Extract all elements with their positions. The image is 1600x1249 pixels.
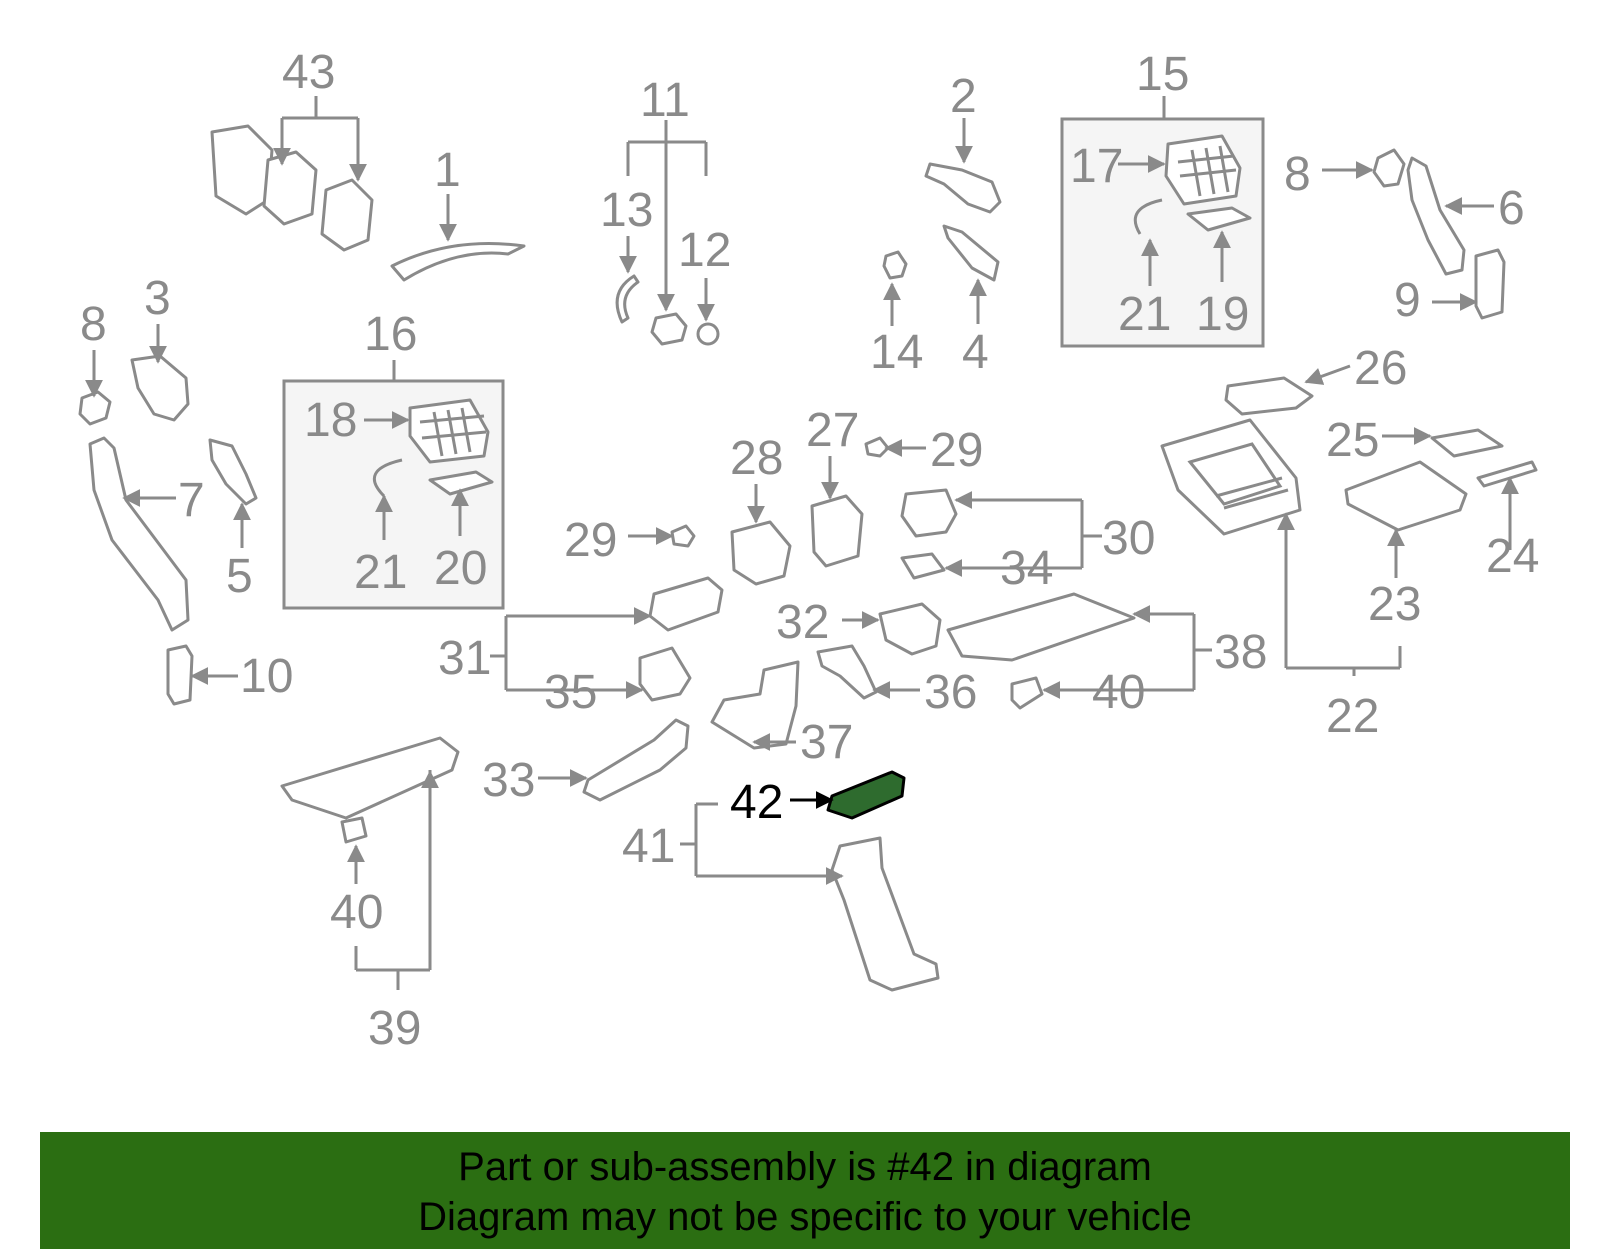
label-30: 30 xyxy=(1102,512,1155,565)
part-10[interactable] xyxy=(166,644,194,706)
part-5[interactable] xyxy=(208,438,258,506)
label-5: 5 xyxy=(226,550,253,603)
part-37[interactable] xyxy=(710,660,800,750)
label-6: 6 xyxy=(1498,182,1525,235)
label-43: 43 xyxy=(282,46,335,99)
label-39: 39 xyxy=(368,1002,421,1055)
part-28[interactable] xyxy=(730,520,792,586)
part-26[interactable] xyxy=(1224,376,1314,416)
part-22[interactable] xyxy=(1160,418,1302,536)
label-38: 38 xyxy=(1214,626,1267,679)
label-28: 28 xyxy=(730,432,783,485)
part-8-right[interactable] xyxy=(1372,148,1406,188)
part-21-top[interactable] xyxy=(1133,198,1163,235)
part-19[interactable] xyxy=(1186,206,1252,232)
label-21-left: 21 xyxy=(354,546,407,599)
part-8-left[interactable] xyxy=(78,390,112,426)
part-35[interactable] xyxy=(638,646,692,702)
label-9: 9 xyxy=(1394,274,1421,327)
part-40-right[interactable] xyxy=(1010,676,1044,710)
part-41[interactable] xyxy=(830,836,940,992)
label-8-left: 8 xyxy=(80,298,107,351)
label-33: 33 xyxy=(482,754,535,807)
label-17: 17 xyxy=(1070,140,1123,193)
part-36[interactable] xyxy=(816,644,878,700)
part-24[interactable] xyxy=(1476,460,1538,488)
label-12: 12 xyxy=(678,224,731,277)
label-40-left: 40 xyxy=(330,886,383,939)
label-10: 10 xyxy=(240,650,293,703)
label-42: 42 xyxy=(730,776,783,829)
part-32[interactable] xyxy=(878,602,942,656)
label-23: 23 xyxy=(1368,578,1421,631)
label-11: 11 xyxy=(640,74,690,127)
label-21-top: 21 xyxy=(1118,288,1171,341)
label-37: 37 xyxy=(800,716,853,769)
label-41: 41 xyxy=(622,820,675,873)
part-3[interactable] xyxy=(130,354,190,422)
part-21-left[interactable] xyxy=(372,458,403,498)
label-13: 13 xyxy=(600,184,653,237)
label-22: 22 xyxy=(1326,690,1379,743)
part-29-left[interactable] xyxy=(670,524,696,548)
part-25[interactable] xyxy=(1430,428,1504,458)
part-20[interactable] xyxy=(428,470,494,496)
label-25: 25 xyxy=(1326,414,1379,467)
label-29-left: 29 xyxy=(564,514,617,567)
info-banner: Part or sub-assembly is #42 in diagram D… xyxy=(40,1132,1570,1249)
part-38[interactable] xyxy=(946,592,1136,662)
callout-labels: 43 1 11 13 12 14 2 4 15 17 21 19 8 6 9 3… xyxy=(80,46,1539,1055)
part-31[interactable] xyxy=(648,576,724,632)
part-33[interactable] xyxy=(582,718,690,802)
label-15: 15 xyxy=(1136,48,1189,101)
label-1: 1 xyxy=(434,144,461,197)
label-36: 36 xyxy=(924,666,977,719)
leader-lines xyxy=(85,96,1519,990)
part-13[interactable] xyxy=(615,274,640,324)
part-34[interactable] xyxy=(900,552,946,580)
part-30[interactable] xyxy=(900,488,958,538)
part-6[interactable] xyxy=(1406,156,1466,276)
label-34: 34 xyxy=(1000,542,1053,595)
part-23[interactable] xyxy=(1344,460,1468,532)
label-27: 27 xyxy=(806,404,859,457)
label-24: 24 xyxy=(1486,530,1539,583)
part-17[interactable] xyxy=(1164,134,1242,206)
part-43[interactable] xyxy=(210,124,374,252)
part-2[interactable] xyxy=(924,162,1002,214)
label-16: 16 xyxy=(364,308,417,361)
label-3: 3 xyxy=(144,272,171,325)
part-42[interactable] xyxy=(826,770,906,820)
label-18: 18 xyxy=(304,394,357,447)
part-11[interactable] xyxy=(650,312,688,346)
part-27[interactable] xyxy=(810,494,864,568)
label-2: 2 xyxy=(950,70,977,123)
label-20: 20 xyxy=(434,542,487,595)
part-18[interactable] xyxy=(408,398,490,464)
part-14[interactable] xyxy=(882,250,908,280)
banner-disclaimer-text: Diagram may not be specific to your vehi… xyxy=(418,1195,1192,1239)
part-1[interactable] xyxy=(390,242,526,282)
part-40-left[interactable] xyxy=(340,816,368,844)
label-8-right: 8 xyxy=(1284,148,1311,201)
part-12[interactable] xyxy=(696,322,720,346)
label-32: 32 xyxy=(776,596,829,649)
part-7[interactable] xyxy=(88,436,190,632)
part-9[interactable] xyxy=(1474,248,1506,320)
part-4[interactable] xyxy=(942,224,1000,282)
label-19: 19 xyxy=(1196,288,1249,341)
label-40-right: 40 xyxy=(1092,666,1145,719)
label-4: 4 xyxy=(962,326,989,379)
part-29-top[interactable] xyxy=(864,436,890,458)
label-29-top: 29 xyxy=(930,424,983,477)
label-35: 35 xyxy=(544,666,597,719)
label-26: 26 xyxy=(1354,342,1407,395)
part-39[interactable] xyxy=(280,736,460,820)
label-14: 14 xyxy=(870,326,923,379)
banner-part-text: Part or sub-assembly is #42 in diagram xyxy=(458,1145,1152,1189)
label-7: 7 xyxy=(178,474,205,527)
label-31: 31 xyxy=(438,632,491,685)
